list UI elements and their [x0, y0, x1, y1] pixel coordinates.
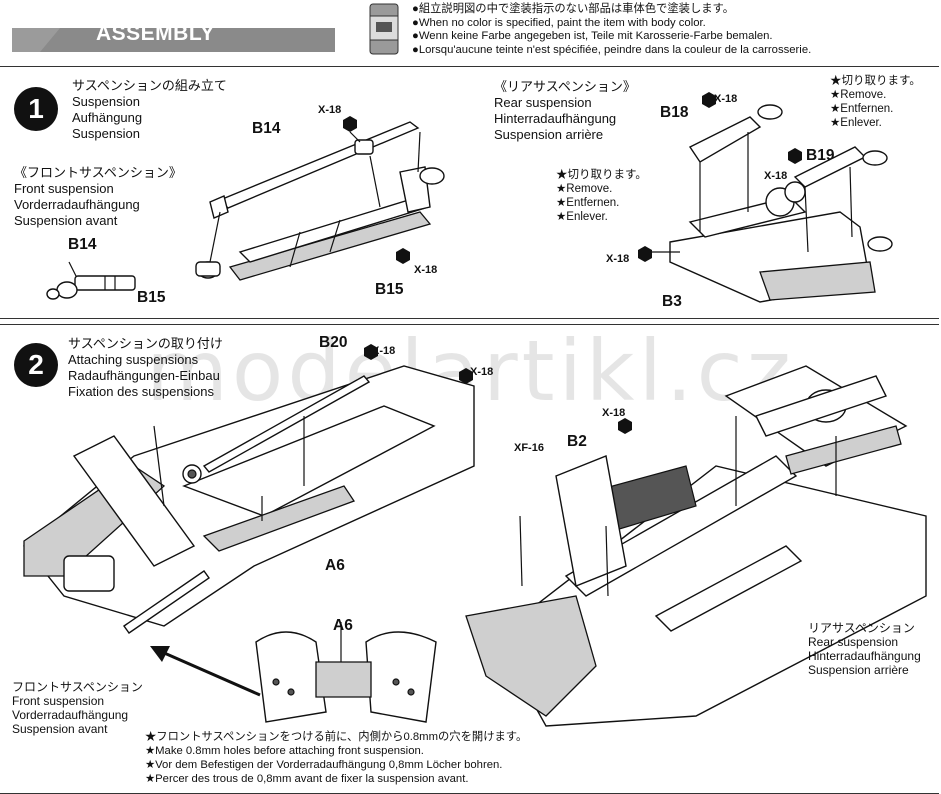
- step1-title-fr: Suspension: [72, 126, 140, 141]
- label-x18-step2-c: X-18: [602, 407, 626, 419]
- paint-can-icon: [369, 3, 399, 55]
- label-a6-main: A6: [325, 557, 345, 574]
- label-b14: B14: [252, 120, 281, 137]
- label-b3: B3: [662, 293, 682, 310]
- screw-x18-icon: [364, 344, 378, 360]
- front-suspension-drawing: [195, 116, 445, 281]
- rear-label-de: Hinterradaufhängung: [808, 649, 921, 663]
- front-title-fr: Suspension avant: [14, 213, 118, 228]
- label-x18-rear-c: X-18: [606, 253, 630, 265]
- rear-title-ja: 《リアサスペンション》: [494, 79, 636, 94]
- rear-suspension-label: リアサスペンション Rear suspension Hinterradaufhä…: [808, 621, 921, 677]
- front-suspension-label: フロントサスペンション Front suspension Vorderradau…: [12, 680, 143, 736]
- rear-suspension-drawing: [638, 92, 893, 303]
- label-b15: B15: [375, 281, 404, 298]
- hole-drilling-notes: ★フロントサスペンションをつける前に、内側から0.8mmの穴を開けます。 ★Ma…: [145, 730, 527, 786]
- step1-number: 1: [14, 87, 58, 131]
- step2-title-ja: サスペンションの取り付け: [68, 336, 223, 351]
- front-title-ja: 《フロントサスペンション》: [14, 165, 182, 180]
- front-label-en: Front suspension: [12, 694, 105, 708]
- step1-panel: [0, 66, 939, 319]
- label-b18: B18: [660, 104, 689, 121]
- rear-title-de: Hinterradaufhängung: [494, 111, 617, 126]
- remove-en: ★Remove.: [830, 89, 887, 101]
- screw-x18-icon: [788, 148, 802, 164]
- section-title: ASSEMBLY: [96, 22, 215, 45]
- hole-note-de: ★Vor dem Befestigen der Vorderradaufhäng…: [145, 759, 503, 771]
- front-label-fr: Suspension avant: [12, 722, 108, 736]
- screw-x18-icon: [638, 246, 652, 262]
- label-b15-small: B15: [137, 289, 166, 306]
- a6-detail-drawing: [255, 622, 437, 723]
- hole-note-en: ★Make 0.8mm holes before attaching front…: [145, 745, 424, 757]
- remove-fr: ★Enlever.: [830, 117, 882, 129]
- hole-note-fr: ★Percer des trous de 0,8mm avant de fixe…: [145, 773, 469, 785]
- assembly-banner: [0, 0, 345, 62]
- front-label-de: Vorderradaufhängung: [12, 708, 129, 722]
- label-b14-small: B14: [68, 236, 97, 253]
- rear-suspension-title: 《リアサスペンション》 Rear suspension Hinterradauf…: [494, 79, 636, 143]
- b14-b15-part-drawing: [46, 261, 136, 300]
- remove-de: ★Entfernen.: [830, 103, 894, 115]
- front-title-de: Vorderradaufhängung: [14, 197, 140, 212]
- screw-x18-icon: [343, 116, 357, 132]
- label-x18-step2-b: X-18: [470, 366, 494, 378]
- label-a6-detail: A6: [333, 617, 353, 634]
- paint-note-ja: ●組立説明図の中で塗装指示のない部品は車体色で塗装します。: [412, 3, 735, 15]
- label-xf16: XF-16: [514, 442, 544, 454]
- paint-note-fr: ●Lorsqu'aucune teinte n'est spécifiée, p…: [412, 43, 812, 56]
- step1-title-de: Aufhängung: [72, 110, 143, 125]
- paint-note-en: ●When no color is specified, paint the i…: [412, 16, 706, 29]
- paint-notes: ●組立説明図の中で塗装指示のない部品は車体色で塗装します。 ●When no c…: [412, 3, 811, 57]
- rear-title-fr: Suspension arrière: [494, 127, 604, 142]
- rear-title-en: Rear suspension: [494, 95, 592, 110]
- step2-title-de: Radaufhängungen-Einbau: [68, 368, 220, 383]
- label-b19: B19: [806, 147, 835, 164]
- front-title-en: Front suspension: [14, 181, 114, 196]
- label-x18-front-b: X-18: [414, 264, 438, 276]
- label-b20: B20: [319, 334, 348, 351]
- label-x18-front-a: X-18: [318, 104, 342, 116]
- rear-label-ja: リアサスペンション: [808, 621, 915, 635]
- remove-note-left: ★切り取ります。 ★Remove. ★Entfernen. ★Enlever.: [556, 168, 647, 224]
- step1-title-en: Suspension: [72, 94, 140, 109]
- screw-x18-icon: [459, 368, 473, 384]
- remove-note-right: ★切り取ります。 ★Remove. ★Entfernen. ★Enlever.: [830, 74, 921, 130]
- label-x18-rear-b: X-18: [764, 170, 788, 182]
- label-x18-rear-a: X-18: [714, 93, 738, 105]
- step2-number: 2: [14, 343, 58, 387]
- screw-x18-icon: [618, 418, 632, 434]
- step2-title-en: Attaching suspensions: [68, 352, 199, 367]
- front-label-ja: フロントサスペンション: [12, 680, 143, 694]
- screw-x18-icon: [702, 92, 716, 108]
- remove-en: ★Remove.: [556, 183, 613, 195]
- detail-arrow-icon: [150, 646, 261, 697]
- label-b2: B2: [567, 433, 587, 450]
- remove-fr: ★Enlever.: [556, 211, 608, 223]
- hole-note-ja: ★フロントサスペンションをつける前に、内側から0.8mmの穴を開けます。: [145, 731, 528, 743]
- rear-label-en: Rear suspension: [808, 635, 899, 649]
- step2-title-fr: Fixation des suspensions: [68, 384, 214, 399]
- rear-label-fr: Suspension arrière: [808, 663, 909, 677]
- chassis-rear-drawing: [465, 365, 927, 727]
- screw-x18-icon: [396, 248, 410, 264]
- paint-note-de: ●Wenn keine Farbe angegeben ist, Teile m…: [412, 30, 773, 43]
- step1-title-ja: サスペンションの組み立て: [72, 78, 227, 93]
- remove-ja: ★切り取ります。: [830, 75, 921, 87]
- front-suspension-title: 《フロントサスペンション》 Front suspension Vorderrad…: [14, 165, 182, 229]
- remove-de: ★Entfernen.: [556, 197, 620, 209]
- step2-title: サスペンションの取り付け Attaching suspensions Radau…: [68, 336, 223, 400]
- chassis-front-drawing: [23, 344, 475, 634]
- step1-title: サスペンションの組み立て Suspension Aufhängung Suspe…: [72, 78, 227, 142]
- remove-ja: ★切り取ります。: [556, 169, 647, 181]
